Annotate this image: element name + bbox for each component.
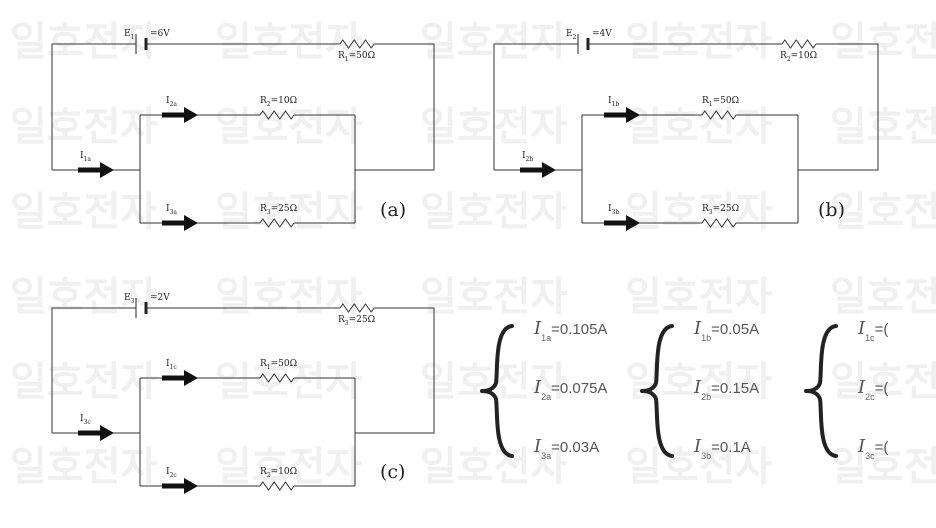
result-entry: I2b=0.15A bbox=[693, 377, 759, 402]
result-entry: I1c=( bbox=[857, 318, 888, 343]
series-resistor-symbol bbox=[781, 39, 817, 49]
watermark-text: 일호전자 bbox=[10, 359, 157, 405]
watermark-text: 일호전자 bbox=[830, 359, 936, 405]
watermark-text: 일호전자 bbox=[830, 444, 936, 490]
bottom-branch-current-label: I3b bbox=[608, 204, 619, 216]
source-value-label: =4V bbox=[592, 29, 612, 39]
watermark-text: 일호전자 bbox=[625, 274, 772, 320]
watermark-text: 일호전자 bbox=[215, 189, 362, 235]
top-branch-current-arrow bbox=[162, 370, 198, 386]
top-branch-current-arrow bbox=[604, 107, 640, 123]
bottom-branch-current-label: I3a bbox=[166, 204, 177, 216]
watermark-text: 일호전자 bbox=[625, 189, 772, 235]
main-current-label: I1a bbox=[80, 151, 91, 163]
top-branch-resistor-symbol bbox=[701, 110, 737, 120]
top-branch-resistor-label: R2=10Ω bbox=[260, 96, 297, 108]
results-layer: I1a=0.105A I2a=0.075A I3a=0.03A I1b=0.05A I2… bbox=[480, 318, 888, 461]
watermark-text: 일호전자 bbox=[420, 444, 567, 490]
series-resistor-label: R3=25Ω bbox=[338, 315, 375, 327]
watermark-text: 일호전자 bbox=[625, 19, 772, 65]
circuit-c: E3 =2V R3=25Ω I3c I1c R1=50Ω I2c R2=10Ω (c) bbox=[51, 293, 435, 494]
bottom-branch-current-arrow bbox=[162, 478, 198, 494]
bottom-branch-resistor-symbol bbox=[259, 481, 295, 491]
top-branch-current-arrow bbox=[162, 107, 198, 123]
bottom-branch-resistor-label: R2=10Ω bbox=[260, 467, 297, 479]
watermark-text: 일호전자 bbox=[10, 189, 157, 235]
top-branch-current-label: I1c bbox=[166, 359, 177, 371]
result-group-a: I1a=0.105A I2a=0.075A I3a=0.03A bbox=[480, 318, 607, 461]
watermark-text: 일호전자 bbox=[215, 104, 362, 150]
watermark-text: 일호전자 bbox=[10, 104, 157, 150]
watermark-text: 일호전자 bbox=[10, 274, 157, 320]
series-resistor-symbol bbox=[339, 303, 375, 313]
panel-label: (b) bbox=[818, 199, 845, 221]
bottom-branch-current-label: I2c bbox=[166, 467, 177, 479]
series-resistor-label: R1=50Ω bbox=[338, 51, 375, 63]
result-entry: I1b=0.05A bbox=[693, 318, 759, 343]
main-current-arrow bbox=[78, 425, 114, 441]
watermark-text: 일호전자 bbox=[10, 444, 157, 490]
curly-brace bbox=[480, 324, 514, 458]
result-group-c: I1c=( I2c=( I3c=( bbox=[804, 318, 888, 461]
result-entry: I2c=( bbox=[857, 377, 888, 402]
source-name-label: E2 bbox=[566, 29, 577, 41]
top-branch-resistor-symbol bbox=[259, 110, 295, 120]
bottom-branch-resistor-label: R3=25Ω bbox=[702, 204, 739, 216]
watermark-text: 일호전자 bbox=[625, 444, 772, 490]
watermark-text: 일호전자 bbox=[830, 19, 936, 65]
result-entry: I3c=( bbox=[857, 436, 888, 461]
panel-label: (c) bbox=[380, 461, 405, 483]
top-branch-resistor-label: R1=50Ω bbox=[702, 96, 739, 108]
result-entry: I3b=0.1A bbox=[693, 436, 751, 461]
watermark-text: 일호전자 bbox=[420, 189, 567, 235]
circuit-b: E2 =4V R2=10Ω I2b I1b R1=50Ω I3b R3=25Ω (b) bbox=[493, 29, 879, 231]
watermark-text: 일호전자 bbox=[830, 189, 936, 235]
series-resistor-label: R2=10Ω bbox=[780, 51, 817, 63]
watermark-text: 일호전자 bbox=[10, 19, 157, 65]
curly-brace bbox=[804, 324, 838, 458]
main-current-arrow bbox=[78, 162, 114, 178]
main-current-label: I2b bbox=[522, 151, 533, 163]
main-current-arrow bbox=[520, 162, 556, 178]
circuit-a: E1 =6V R1=50Ω I1a I2a R2=10Ω I3a R3=25Ω (a) bbox=[51, 29, 435, 231]
watermark-text: 일호전자 bbox=[420, 274, 567, 320]
watermark-text: 일호전자 bbox=[625, 359, 772, 405]
watermark-text: 일호전자 bbox=[215, 274, 362, 320]
watermark-text: 일호전자 bbox=[625, 104, 772, 150]
watermark-layer: 일호전자일호전자일호전자일호전자일호전자일호전자일호전자일호전자일호전자일호전자… bbox=[10, 19, 936, 490]
source-name-label: E1 bbox=[124, 29, 134, 41]
watermark-text: 일호전자 bbox=[215, 359, 362, 405]
source-value-label: =2V bbox=[150, 293, 170, 303]
result-entry: I1a=0.105A bbox=[533, 318, 607, 343]
watermark-text: 일호전자 bbox=[830, 274, 936, 320]
curly-brace bbox=[640, 324, 674, 458]
watermark-text: 일호전자 bbox=[830, 104, 936, 150]
bottom-branch-resistor-symbol bbox=[259, 218, 295, 228]
bottom-branch-current-arrow bbox=[604, 215, 640, 231]
series-resistor-symbol bbox=[339, 39, 375, 49]
top-branch-resistor-label: R1=50Ω bbox=[260, 359, 297, 371]
bottom-branch-resistor-label: R3=25Ω bbox=[260, 204, 297, 216]
result-entry: I2a=0.075A bbox=[533, 377, 607, 402]
top-branch-current-label: I2a bbox=[166, 96, 177, 108]
bottom-branch-resistor-symbol bbox=[701, 218, 737, 228]
source-value-label: =6V bbox=[150, 29, 170, 39]
top-branch-current-label: I1b bbox=[608, 96, 619, 108]
bottom-branch-current-arrow bbox=[162, 215, 198, 231]
result-group-b: I1b=0.05A I2b=0.15A I3b=0.1A bbox=[640, 318, 759, 461]
main-current-label: I3c bbox=[80, 414, 91, 426]
watermark-text: 일호전자 bbox=[215, 444, 362, 490]
top-branch-resistor-symbol bbox=[259, 373, 295, 383]
panel-label: (a) bbox=[380, 199, 406, 221]
watermark-text: 일호전자 bbox=[215, 19, 362, 65]
result-entry: I3a=0.03A bbox=[533, 436, 599, 461]
source-name-label: E3 bbox=[124, 293, 135, 305]
